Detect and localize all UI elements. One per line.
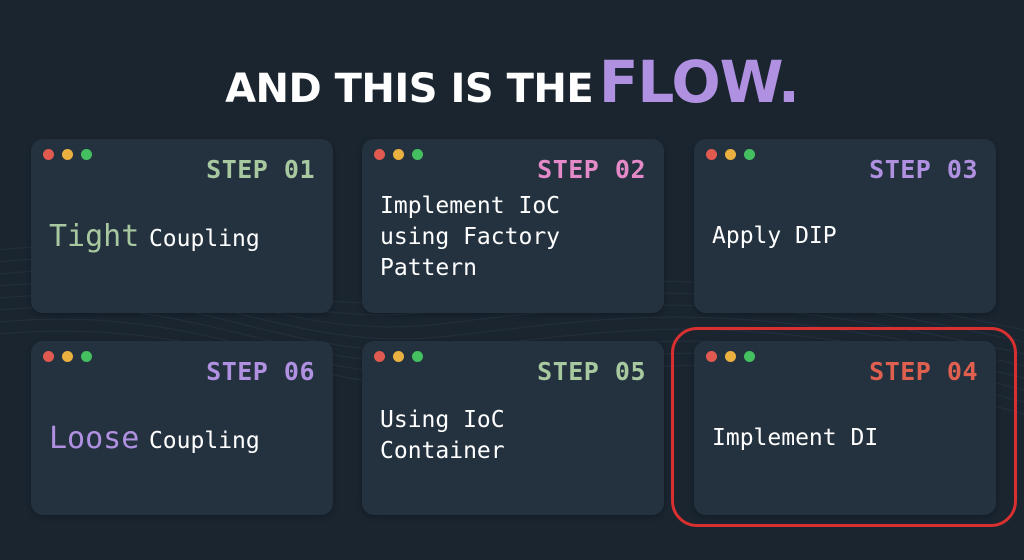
rest-word: Coupling — [148, 226, 260, 252]
window-controls — [374, 149, 423, 160]
minimize-dot-icon — [393, 149, 404, 160]
step-label: STEP 03 — [869, 155, 978, 184]
step-card-02: STEP 02 Implement IoC using Factory Patt… — [362, 139, 664, 313]
close-dot-icon — [374, 351, 385, 362]
close-dot-icon — [43, 351, 54, 362]
step-label: STEP 05 — [537, 357, 646, 386]
card-description: Loose Coupling — [49, 421, 260, 456]
step-label: STEP 06 — [206, 357, 315, 386]
step-card-05: STEP 05 Using IoC Container — [362, 341, 664, 515]
close-dot-icon — [374, 149, 385, 160]
card-description: Tight Coupling — [49, 219, 260, 254]
maximize-dot-icon — [81, 149, 92, 160]
minimize-dot-icon — [62, 351, 73, 362]
big-word: Tight — [49, 219, 140, 254]
highlight-ring — [671, 327, 1017, 527]
step-card-03: STEP 03 Apply DIP — [694, 139, 996, 313]
step-card-04: STEP 04 Implement DI — [694, 341, 996, 515]
window-controls — [706, 351, 755, 362]
description-line: Implement DI — [712, 425, 879, 451]
step-card-06: STEP 06 Loose Coupling — [31, 341, 333, 515]
window-controls — [43, 351, 92, 362]
maximize-dot-icon — [744, 149, 755, 160]
maximize-dot-icon — [412, 149, 423, 160]
big-word: Loose — [49, 421, 140, 456]
card-description: Implement DI — [712, 423, 982, 454]
minimize-dot-icon — [725, 149, 736, 160]
window-controls — [374, 351, 423, 362]
close-dot-icon — [706, 351, 717, 362]
minimize-dot-icon — [62, 149, 73, 160]
description-line: Container — [380, 438, 505, 464]
description-line: Using IoC — [380, 407, 505, 433]
description-line: using Factory — [380, 224, 561, 250]
close-dot-icon — [43, 149, 54, 160]
step-label: STEP 04 — [869, 357, 978, 386]
maximize-dot-icon — [81, 351, 92, 362]
close-dot-icon — [706, 149, 717, 160]
window-controls — [43, 149, 92, 160]
step-label: STEP 02 — [537, 155, 646, 184]
description-line: Pattern — [380, 255, 477, 281]
window-controls — [706, 149, 755, 160]
card-description: Using IoC Container — [380, 405, 650, 467]
title-accent: FLOW. — [598, 48, 800, 116]
rest-word: Coupling — [148, 428, 260, 454]
maximize-dot-icon — [744, 351, 755, 362]
card-description: Apply DIP — [712, 221, 982, 252]
card-description: Implement IoC using Factory Pattern — [380, 191, 650, 284]
minimize-dot-icon — [393, 351, 404, 362]
description-line: Implement IoC — [380, 193, 561, 219]
page-title: AND THIS IS THE FLOW. — [0, 48, 1024, 116]
step-label: STEP 01 — [206, 155, 315, 184]
description-line: Apply DIP — [712, 223, 837, 249]
title-prefix: AND THIS IS THE — [225, 66, 594, 112]
minimize-dot-icon — [725, 351, 736, 362]
step-card-01: STEP 01 Tight Coupling — [31, 139, 333, 313]
maximize-dot-icon — [412, 351, 423, 362]
